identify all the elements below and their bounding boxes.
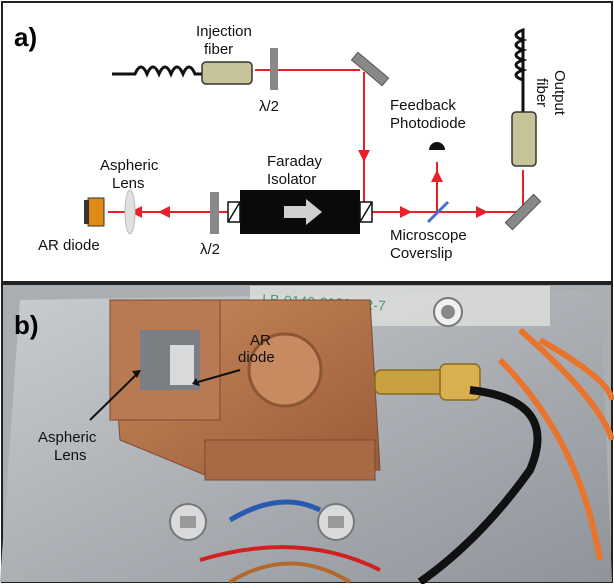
label-coverslip: Coverslip <box>390 245 453 262</box>
microscope-coverslip <box>426 200 450 224</box>
ar-diode-arrow <box>197 369 241 383</box>
orange-cable-2 <box>538 337 614 401</box>
label-lens: Lens <box>112 175 145 192</box>
ar-diode: AR diode <box>38 197 105 254</box>
arrow-left-1 <box>158 206 170 218</box>
label-b-ar: AR <box>250 332 271 349</box>
isolator-direction-arrow-icon <box>284 199 322 225</box>
aspheric-lens <box>124 189 136 235</box>
label-b-aspheric: Aspheric <box>38 429 97 446</box>
black-cable <box>417 386 542 584</box>
aspheric-arrow <box>89 372 139 421</box>
panel-a-tag: a) <box>14 22 37 52</box>
red-wire <box>199 545 381 572</box>
ar-diode-body <box>87 197 105 227</box>
label-isolator: Isolator <box>267 171 316 188</box>
arrow-right-1 <box>400 206 412 218</box>
label-output-fiber: fiber <box>533 78 550 107</box>
faraday-isolator: Faraday Isolator <box>227 153 373 234</box>
label-microscope: Microscope <box>390 227 467 244</box>
panel-a: a) Injection fiber λ/2 <box>1 1 613 283</box>
label-photodiode: Photodiode <box>390 115 466 132</box>
copper-screw-cap <box>247 332 323 408</box>
feedback-photodiode: Feedback Photodiode <box>390 97 466 150</box>
blue-wire <box>228 499 322 523</box>
beam-arrows <box>130 150 488 218</box>
output-fiber-coil-icon <box>514 27 528 112</box>
arrow-right-2 <box>476 206 488 218</box>
label-half-wave-bottom: λ/2 <box>200 241 220 258</box>
label-half-wave-top: λ/2 <box>259 98 279 115</box>
fiber-collimator <box>201 61 253 85</box>
output-collimator <box>511 111 537 167</box>
diode-can <box>170 345 194 385</box>
fiber-coil-icon <box>112 65 205 78</box>
label-faraday: Faraday <box>267 153 323 170</box>
label-b-lens: Lens <box>54 447 87 464</box>
copper-wire <box>228 561 352 584</box>
panel-b: LB-0140-0120 AR-7 b) <box>0 283 614 584</box>
mirror-top <box>350 51 390 87</box>
orange-cable-1 <box>518 327 614 441</box>
arrow-down <box>358 150 370 162</box>
mirror-bottom-right <box>504 193 542 231</box>
label-feedback: Feedback <box>390 97 456 114</box>
label-ar-diode: AR diode <box>38 237 100 254</box>
arrow-left-2 <box>130 206 142 218</box>
orange-cable-3 <box>497 357 603 561</box>
half-wave-plate-top <box>270 48 278 90</box>
label-output: Output <box>551 70 568 116</box>
arrow-up <box>431 170 443 182</box>
injection-fiber: Injection fiber <box>112 23 253 85</box>
label-fiber: fiber <box>204 41 233 58</box>
panel-b-tag: b) <box>14 310 39 340</box>
label-injection: Injection <box>196 23 252 40</box>
panel-a-frame <box>1 1 613 283</box>
photodiode-icon <box>429 142 445 150</box>
half-wave-plate-bottom <box>210 192 219 234</box>
label-b-diode: diode <box>238 349 275 366</box>
label-aspheric: Aspheric <box>100 157 159 174</box>
output-fiber: Output fiber <box>511 27 568 167</box>
copper-base <box>204 439 376 481</box>
